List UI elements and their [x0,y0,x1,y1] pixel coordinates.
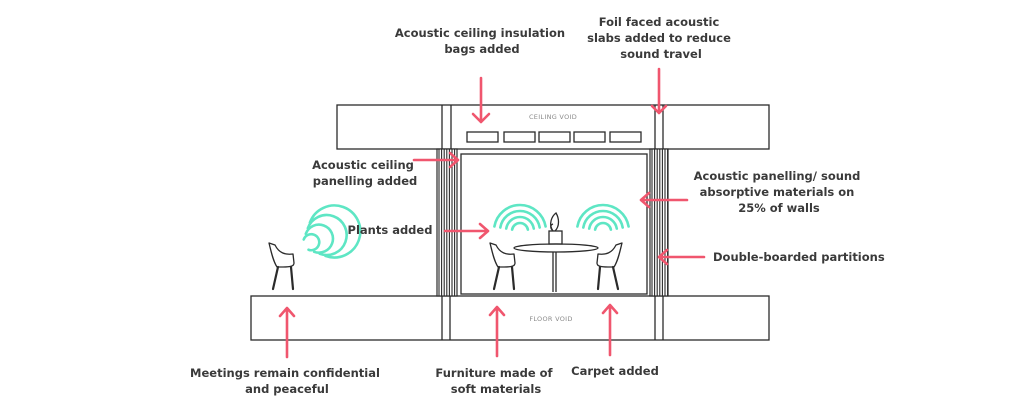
carpet-arrow [601,303,619,357]
label-foil-slabs: Foil faced acoustic slabs added to reduc… [587,15,735,61]
label-wall-panelling: Acoustic panelling/ sound absorptive mat… [694,169,865,215]
ceiling-panelling-arrow [412,151,460,169]
sound-wave-icon [493,203,547,231]
floor-slab [250,295,770,341]
ceiling-void-label: CEILING VOID [529,113,577,121]
sound-wave-icon [576,203,630,231]
arrow-icon [278,67,706,359]
label-furniture: Furniture made of soft materials [435,366,556,396]
ceiling-slab [336,104,770,150]
left-wall-partition [436,148,458,297]
chair-icon [596,242,623,291]
chair-icon [268,242,295,291]
label-confidential: Meetings remain confidential and peacefu… [190,366,384,396]
ceiling-structure: CEILING VOID [336,104,770,150]
annotation-labels: Acoustic ceiling insulation bags added F… [190,15,885,396]
sound-wave-icon [302,204,362,259]
foil-slabs-arrow [650,67,668,115]
label-carpet: Carpet added [571,364,659,378]
confidential-arrow [278,306,296,359]
ceiling-bags-arrow [471,76,491,124]
chair-icon [489,242,516,291]
label-partitions: Double-boarded partitions [713,250,885,264]
meeting-room [460,153,648,295]
label-plants: Plants added [348,223,433,237]
label-ceiling-bags: Acoustic ceiling insulation bags added [395,26,569,56]
floor-void-label: FLOOR VOID [529,315,572,323]
right-wall-partition [649,148,669,297]
partitions-arrow [657,248,706,266]
table-icon [513,243,599,292]
floor-structure: FLOOR VOID [250,295,770,341]
wall-panelling-arrow [639,191,689,209]
insulation-bags [466,131,642,143]
label-ceiling-panelling: Acoustic ceiling panelling added [312,158,418,188]
plants-arrow [443,222,490,240]
furniture-arrow [488,305,506,358]
plant-icon [548,212,563,245]
